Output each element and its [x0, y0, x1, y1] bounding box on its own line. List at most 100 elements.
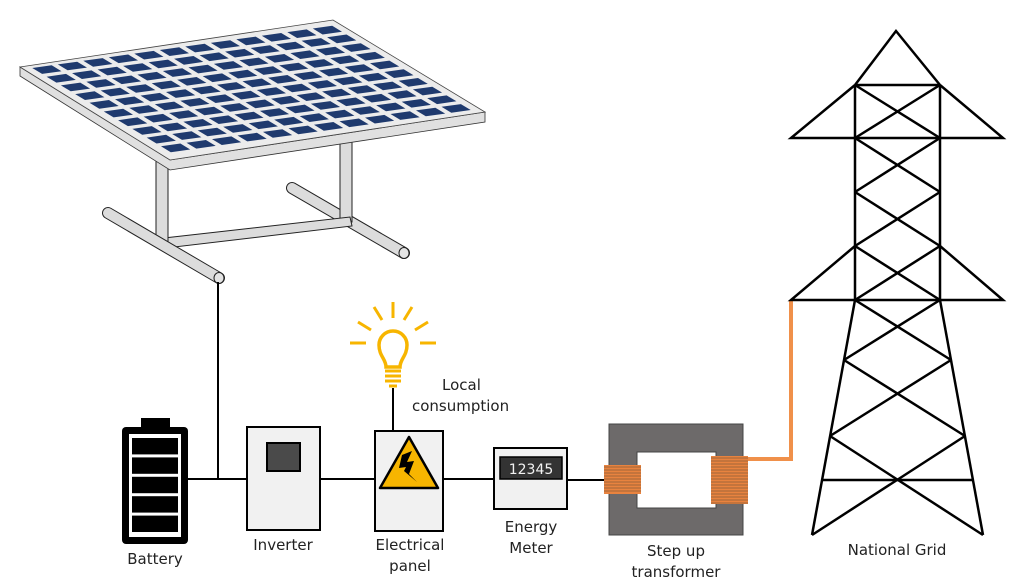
solar-cell	[115, 96, 145, 106]
light-bulb-icon	[350, 302, 436, 388]
solar-cell	[32, 65, 62, 74]
solar-cell	[355, 51, 385, 61]
solar-cell	[279, 62, 309, 72]
solar-cell	[186, 140, 216, 149]
solar-cell	[194, 106, 224, 116]
solar-cell	[282, 83, 312, 93]
panel-cells	[32, 25, 471, 153]
local-consumption-label-line1: Local	[442, 376, 481, 394]
solar-cell	[180, 98, 210, 107]
solar-cell	[205, 94, 235, 103]
solar-cell	[134, 50, 164, 60]
solar-cell	[242, 78, 272, 88]
solar-cell	[370, 60, 400, 70]
solar-cell	[100, 87, 130, 97]
solar-cell	[111, 75, 142, 85]
solar-cell	[123, 63, 153, 72]
solar-cell	[441, 104, 471, 113]
solar-cell	[83, 58, 113, 67]
national-grid-label: National Grid	[847, 541, 947, 559]
inverter-label: Inverter	[253, 536, 313, 554]
battery-cell	[132, 515, 178, 532]
transformer-icon	[604, 423, 748, 536]
solar-cell	[401, 99, 431, 108]
electrical-panel-label-line2: panel	[389, 557, 431, 575]
solar-cell	[151, 80, 181, 90]
solar-cell	[234, 111, 264, 121]
solar-cell	[427, 95, 457, 105]
solar-cell	[315, 46, 346, 56]
solar-cell	[60, 82, 91, 92]
solar-cell	[322, 88, 352, 98]
energy-meter-label-line2: Meter	[509, 539, 553, 557]
solar-cell	[126, 84, 156, 93]
solar-cell	[228, 69, 258, 79]
solar-cell	[312, 25, 342, 35]
solar-cell	[358, 72, 388, 82]
solar-cell	[231, 90, 261, 100]
transformer-label-line1: Step up	[647, 542, 705, 560]
solar-cell	[373, 81, 403, 91]
solar-cell	[253, 66, 283, 75]
solar-cell	[166, 89, 196, 98]
solar-cell	[398, 78, 428, 87]
solar-cell	[341, 43, 371, 52]
energy-meter-label-line1: Energy	[504, 518, 558, 536]
solar-cell	[245, 99, 275, 109]
solar-cell	[177, 77, 207, 86]
solar-cell	[143, 113, 173, 123]
local-consumption-label-line2: consumption	[412, 397, 510, 415]
solar-cell	[148, 59, 178, 69]
solar-cell	[290, 50, 320, 59]
primary-coil	[604, 465, 641, 494]
solar-cell	[89, 100, 119, 109]
local-consumption-label: Local consumption	[412, 375, 509, 417]
solar-cell	[271, 95, 301, 105]
solar-cell	[157, 122, 188, 132]
solar-cell	[293, 71, 323, 80]
solar-cell	[327, 34, 357, 44]
solar-cell	[304, 59, 334, 68]
solar-cell	[236, 36, 266, 46]
solar-cell	[361, 93, 392, 103]
solar-cell	[159, 47, 189, 56]
inverter-screen	[266, 442, 301, 472]
solar-cell	[299, 113, 329, 122]
solar-cell	[183, 119, 213, 128]
solar-cell	[162, 68, 193, 77]
solar-cell	[146, 134, 176, 144]
solar-cell	[169, 110, 199, 119]
solar-cell	[416, 107, 446, 117]
solar-cell	[188, 64, 218, 74]
solar-cell	[296, 92, 326, 101]
solar-cell	[365, 114, 395, 124]
solar-cell	[274, 116, 304, 126]
solar-cell	[248, 120, 278, 130]
wire-transformer-to-grid	[745, 301, 793, 461]
solar-cell	[268, 75, 298, 84]
inverter-icon	[246, 426, 321, 531]
solar-cell	[220, 103, 250, 112]
solar-cell	[86, 79, 116, 88]
transmission-tower-icon	[787, 28, 1007, 537]
electrical-panel-label: Electrical panel	[376, 535, 445, 577]
solar-cell	[412, 86, 443, 96]
solar-cell	[103, 108, 133, 118]
solar-cell	[261, 33, 291, 42]
solar-cell	[237, 132, 267, 142]
solar-cell	[387, 90, 417, 99]
solar-cell	[140, 92, 170, 102]
battery-label: Battery	[127, 550, 183, 568]
electrical-panel-icon	[374, 430, 444, 532]
solar-cell	[347, 85, 377, 94]
solar-cell	[118, 117, 148, 127]
solar-cell	[57, 61, 87, 71]
solar-cell	[344, 64, 374, 73]
battery-cell	[132, 438, 178, 455]
solar-cell	[319, 67, 349, 77]
solar-cell	[217, 82, 247, 91]
solar-cell	[154, 101, 184, 111]
electrical-panel-label-line1: Electrical	[375, 536, 445, 554]
solar-cell	[46, 73, 76, 83]
